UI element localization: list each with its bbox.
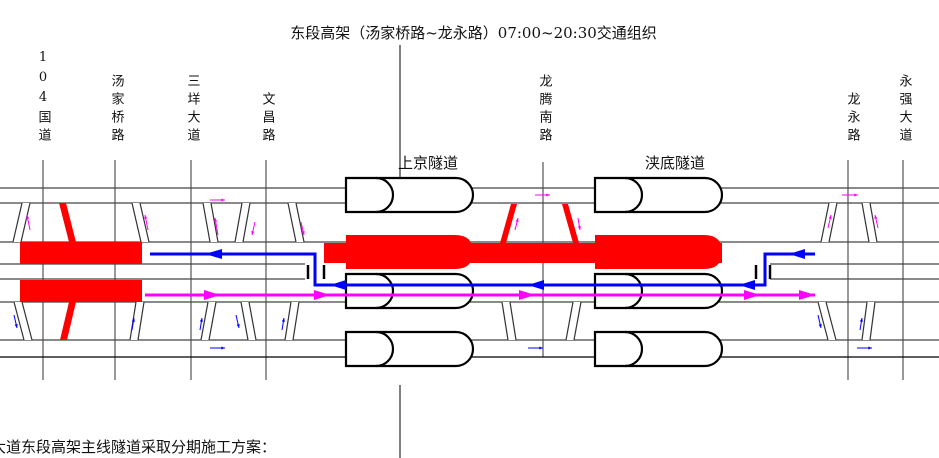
tunnel-portal-curve	[624, 272, 644, 310]
small-arrow-head	[199, 318, 203, 322]
ramp-gap-edge	[200, 301, 209, 341]
ramp-gap	[862, 203, 877, 242]
ramp-gap	[288, 203, 304, 242]
ramp-gap-edge	[242, 202, 251, 243]
median-end-caps	[306, 265, 772, 279]
tunnel-tube	[593, 272, 724, 310]
tunnel-tube	[344, 330, 475, 368]
tunnel-tube	[593, 330, 724, 368]
road-label-wenchang: 文昌路	[259, 92, 275, 146]
ramp-gap-edge	[210, 202, 219, 243]
road-label-longtengnan: 龙腾南路	[536, 74, 552, 146]
small-arrow-head	[221, 198, 225, 202]
ramp-gap-edge	[248, 301, 257, 341]
tunnel-portal-curve	[375, 330, 395, 368]
ramp-gap	[502, 302, 516, 340]
tunnel-name-shangjing: 上京隧道	[398, 154, 459, 172]
road-label-tangjiaqiao: 汤家桥路	[108, 74, 124, 146]
eastbound-arrows	[204, 290, 815, 300]
ramp-gap	[285, 302, 299, 340]
small-arrow-head	[854, 193, 858, 197]
ramp-gap	[14, 302, 32, 340]
ramp-gap-edge	[21, 301, 33, 341]
small-arrow-head	[221, 346, 225, 350]
ramp-gap	[13, 203, 30, 242]
ramp-gap-edge	[825, 301, 837, 341]
ramp-gap-edge	[817, 301, 829, 341]
ramp-gap-edge	[861, 301, 868, 341]
diagram-title: 东段高架（汤家桥路~龙永路）07:00~20:30交通组织	[290, 24, 657, 42]
small-arrow-head	[214, 218, 218, 222]
construction-note: 大道东段高架主线隧道采取分期施工方案：	[0, 438, 277, 456]
small-arrow-head	[868, 346, 872, 350]
construction-zones	[20, 203, 722, 340]
small-arrow-head	[546, 193, 550, 197]
small-arrow-head	[236, 324, 240, 328]
ramp-gap-edge	[234, 202, 243, 243]
tunnel-tube	[344, 272, 475, 310]
tunnel-portal-curve	[624, 176, 644, 214]
ramp-gap	[862, 302, 875, 340]
ramp-gap-edge	[137, 301, 145, 341]
road-label-longyong: 龙永路	[844, 92, 860, 146]
small-arrow-head	[144, 215, 148, 219]
small-arrow-head	[14, 324, 18, 328]
ramp-gap-edge	[295, 202, 305, 243]
small-arrow-head	[539, 346, 543, 350]
ramp-gap-edge	[828, 202, 838, 243]
ramp-direction-arrows	[13, 193, 879, 350]
ramp-gap-edge	[131, 202, 142, 243]
small-arrow-head	[301, 231, 305, 235]
small-arrow-head	[515, 218, 519, 222]
small-arrow-head	[859, 318, 863, 322]
tunnel-tube	[593, 176, 724, 214]
ramp-gap	[241, 302, 256, 340]
road-label-104: 104国道	[35, 50, 51, 146]
ramp-gap-edge	[869, 301, 876, 341]
ramp-gap-edge	[284, 301, 292, 341]
tunnel-portal-curve	[375, 176, 395, 214]
small-arrow-head	[874, 215, 878, 219]
ramp-gap	[130, 302, 144, 340]
ramp-gap-edge	[240, 301, 249, 341]
ramp-gaps	[12, 202, 878, 341]
ramp-gap	[201, 302, 216, 340]
ramp-gap-edge	[13, 301, 25, 341]
ramp-gap-edge	[861, 202, 870, 243]
ramp-gap-edge	[139, 202, 150, 243]
tunnel-portal-curve	[624, 330, 644, 368]
tunnel-tubes	[344, 176, 724, 368]
small-arrow-head	[577, 226, 581, 230]
ramp-gap-edge	[12, 202, 23, 243]
ramp-gap-edge	[869, 202, 878, 243]
ramp-gap	[818, 302, 836, 340]
small-arrow-head	[818, 324, 822, 328]
ramp-gap-edge	[820, 202, 830, 243]
ramp-gap-edge	[565, 301, 574, 341]
ramp-gap-edge	[287, 202, 297, 243]
small-arrow-head	[251, 231, 255, 235]
tunnel-name-jiadi: 浃底隧道	[645, 154, 706, 172]
tunnel-tube	[344, 176, 475, 214]
small-arrow-head	[828, 215, 832, 219]
road-label-sanyang: 三垟大道	[184, 74, 200, 146]
small-arrow-head	[281, 318, 285, 322]
westbound-arrows	[205, 249, 805, 290]
ramp-gap	[235, 203, 250, 242]
ramp-gap	[566, 302, 581, 340]
ramp-gap	[203, 203, 218, 242]
small-arrow-head	[131, 318, 135, 322]
ramp-gap-edge	[509, 301, 517, 341]
ramp-gap	[132, 203, 149, 242]
road-label-yongqiang: 永强大道	[896, 74, 912, 146]
ramp-gap-edge	[292, 301, 300, 341]
ramp-gap-edge	[501, 301, 509, 341]
tunnel-portal-curve	[375, 272, 395, 310]
ramp-gap-edge	[208, 301, 217, 341]
ramp-gap-edge	[20, 202, 31, 243]
small-arrow-head	[26, 215, 30, 219]
ramp-gap-edge	[573, 301, 582, 341]
ramp-gap-edge	[202, 202, 211, 243]
